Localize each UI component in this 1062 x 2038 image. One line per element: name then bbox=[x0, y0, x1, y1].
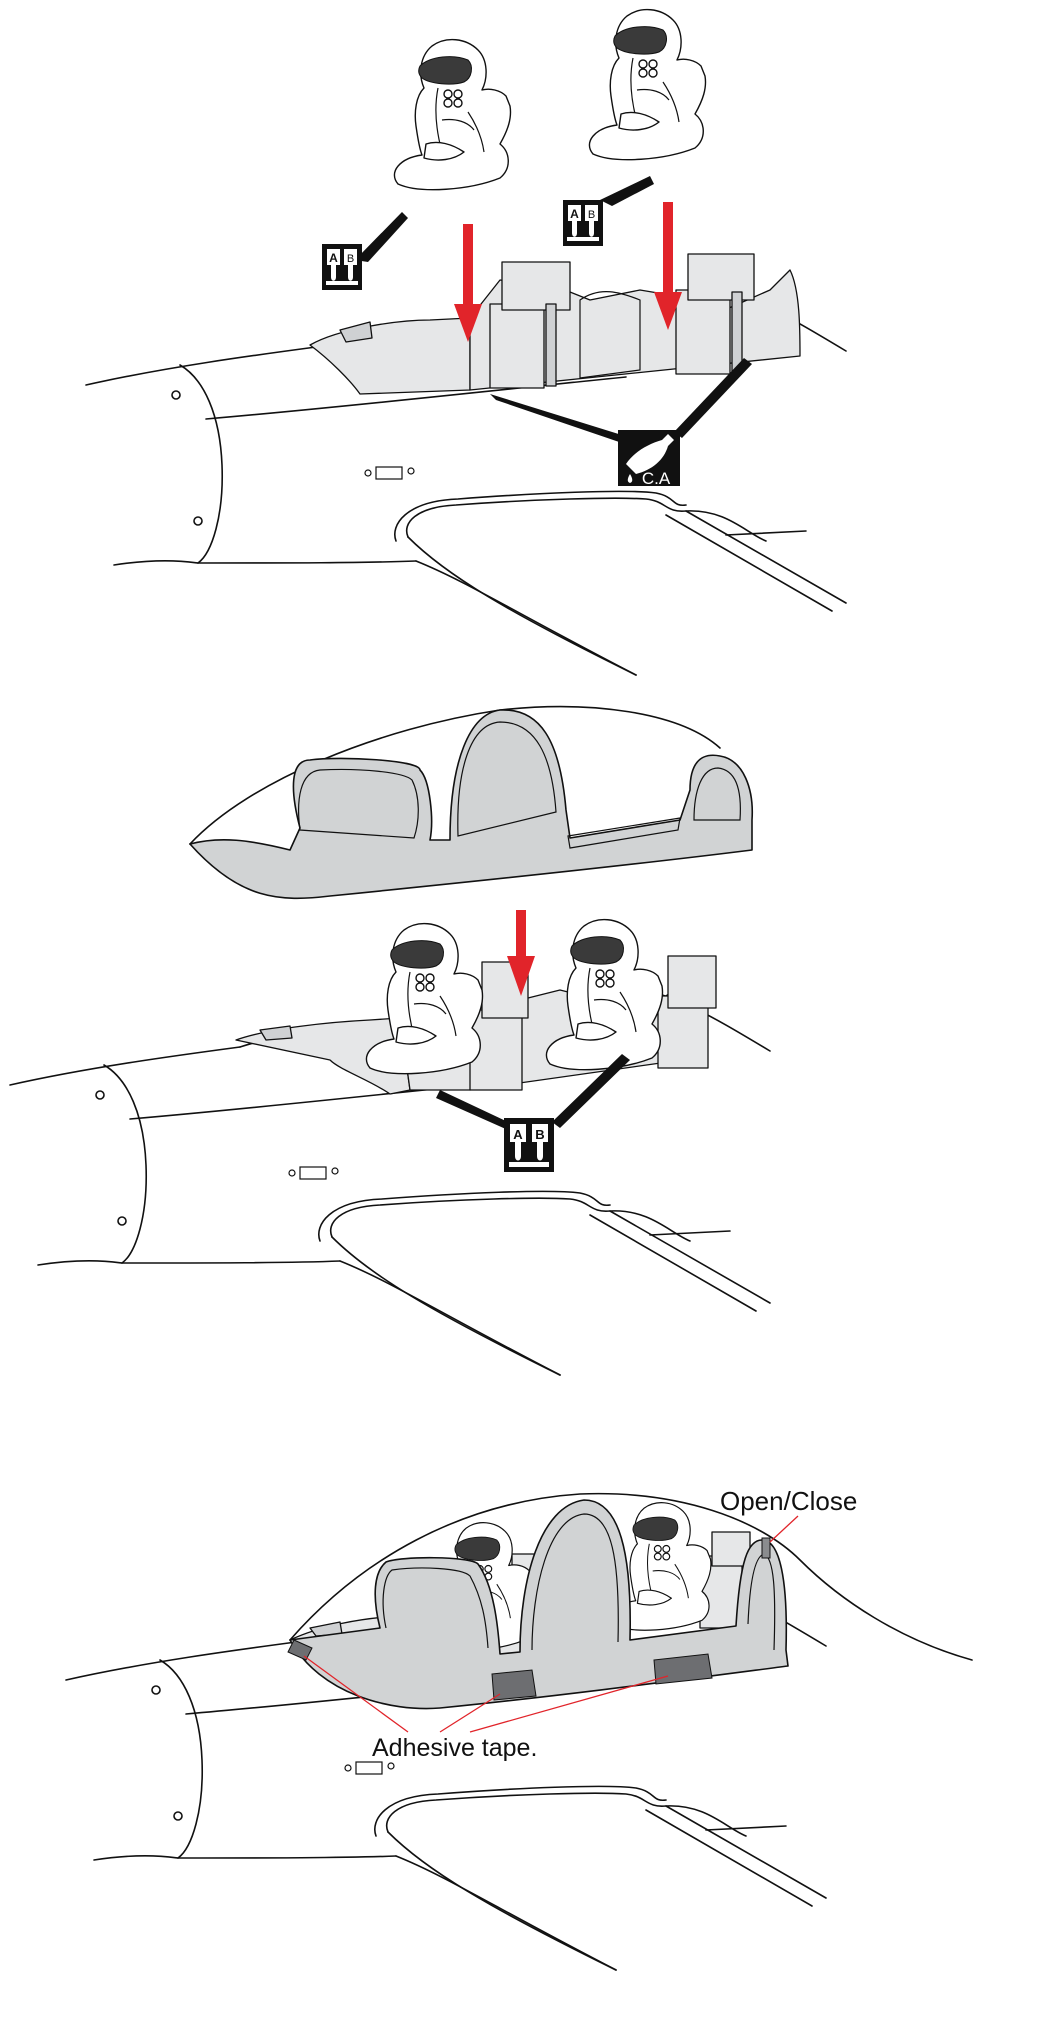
rear-seat bbox=[676, 254, 754, 374]
svg-text:B: B bbox=[535, 1127, 544, 1142]
adhesive-tape-label: Adhesive tape. bbox=[372, 1734, 537, 1762]
open-close-label: Open/Close bbox=[720, 1486, 857, 1516]
canopy-frame bbox=[190, 710, 752, 898]
svg-text:B: B bbox=[588, 209, 595, 221]
epoxy-ab-glue-icon: A B bbox=[563, 200, 603, 246]
epoxy-ab-glue-icon: A B bbox=[322, 244, 362, 290]
step-4-tape-canopy: Open/Close Adhesive tape. bbox=[66, 1486, 972, 1970]
svg-text:A: A bbox=[513, 1127, 523, 1142]
pilot-front-icon bbox=[394, 40, 510, 190]
svg-text:B: B bbox=[347, 253, 354, 265]
cockpit-tub bbox=[310, 318, 470, 394]
step-3-glue-canopy: A B bbox=[10, 910, 770, 1375]
pilot-rear-icon bbox=[589, 10, 705, 160]
svg-text:A: A bbox=[570, 207, 579, 221]
ca-glue-bottle-icon: C.A bbox=[618, 430, 680, 488]
svg-text:A: A bbox=[329, 251, 338, 265]
epoxy-ab-glue-icon: A B bbox=[504, 1118, 554, 1172]
svg-text:C.A: C.A bbox=[642, 469, 671, 488]
step-1-install-pilots: A B A B C.A bbox=[86, 10, 846, 675]
step-2-canopy bbox=[190, 707, 752, 899]
pilot-front-icon bbox=[366, 924, 482, 1074]
